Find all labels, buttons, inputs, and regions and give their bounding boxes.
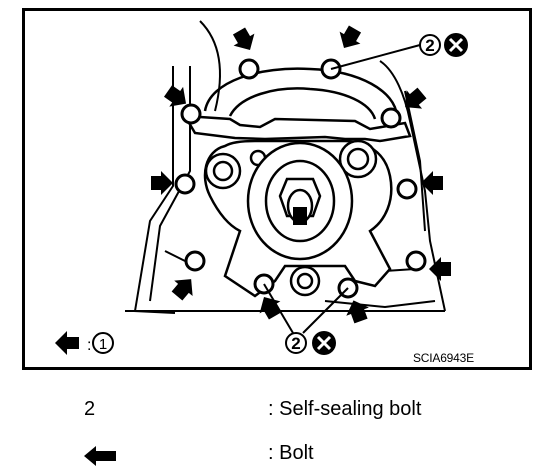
bolt: [174, 173, 196, 195]
bolt: [380, 107, 402, 129]
arrow-legend-sep: :: [87, 337, 91, 354]
callout-leaders: [263, 44, 421, 334]
bolt: [238, 58, 260, 80]
legend-row-bolt: : Bolt: [0, 440, 560, 470]
bolt: [184, 250, 206, 272]
callout-top-number: 2: [425, 36, 434, 55]
arrow-icon: [228, 25, 261, 57]
legend-key-number: 2: [84, 398, 96, 420]
arrow-legend: : 1: [55, 331, 114, 355]
arrow-icon: [333, 23, 366, 55]
engine-front-cover-drawing: 2 2 : 1: [55, 20, 468, 355]
circle-number-icon: [285, 332, 307, 354]
callout-bottom: 2: [285, 331, 336, 355]
bolt: [405, 250, 427, 272]
arrow-icon: [167, 271, 201, 304]
circle-number-icon: [92, 332, 114, 354]
image-code: SCIA6943E: [413, 351, 474, 365]
arrow-icon: [253, 290, 286, 322]
legend-text-self-sealing: : Self-sealing bolt: [268, 398, 422, 420]
bolt: [180, 103, 202, 125]
upper-bracket: [182, 114, 412, 143]
arrow-icon: [429, 257, 451, 281]
legend-text-bolt: : Bolt: [268, 442, 314, 464]
callout-top: 2: [419, 33, 468, 57]
circle-number-icon: [419, 34, 441, 56]
timing-chain-housing: [203, 67, 399, 120]
diagram-frame: 2 2 : 1 SCIA6943E: [22, 8, 532, 370]
arrow-icon: [84, 446, 116, 466]
arrow-icon: [55, 331, 79, 355]
arrow-icon: [397, 83, 430, 117]
callout-bottom-number: 2: [291, 334, 300, 353]
bolt: [396, 178, 418, 200]
arrow-legend-number: 1: [99, 336, 107, 353]
crankshaft-hub: [246, 141, 354, 261]
legend-row-self-sealing: 2 : Self-sealing bolt: [0, 396, 560, 426]
